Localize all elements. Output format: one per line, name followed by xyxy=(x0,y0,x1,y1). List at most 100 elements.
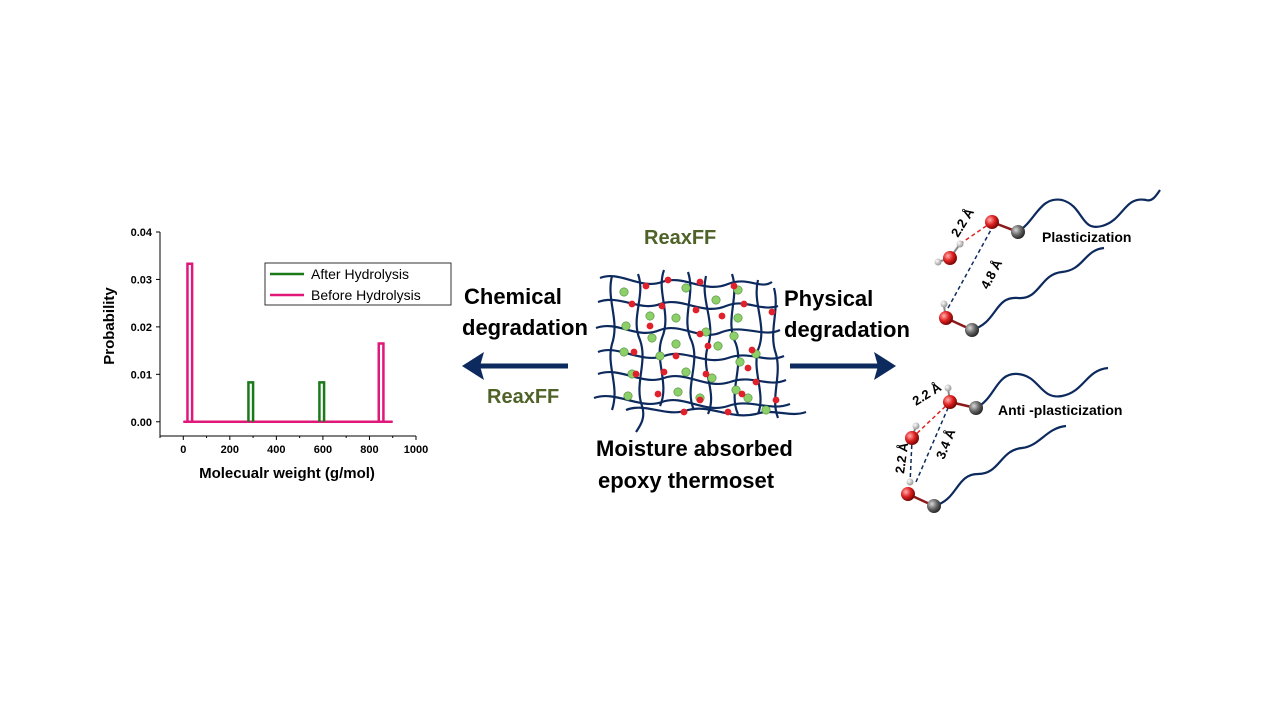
crosslink-dot xyxy=(672,352,680,360)
carbon-atom xyxy=(1011,225,1025,239)
water-dot xyxy=(671,339,681,349)
crosslink-dot xyxy=(632,370,640,378)
carbon-atom xyxy=(969,401,983,415)
water-dot xyxy=(621,321,631,331)
left-arrow xyxy=(462,352,568,380)
water-dot xyxy=(645,311,655,321)
water-dot xyxy=(731,385,741,395)
ether-oxygen-atom xyxy=(943,395,957,409)
hydroxyl-oxygen-atom xyxy=(939,311,953,325)
crosslink-dot xyxy=(752,378,760,386)
legend-label-after: After Hydrolysis xyxy=(311,266,409,282)
crosslink-dot xyxy=(704,342,712,350)
x-axis-label: Molecualr weight (g/mol) xyxy=(199,465,375,482)
left-reaxff-label: ReaxFF xyxy=(487,386,559,408)
water-dot xyxy=(735,357,745,367)
x-tick-label: 400 xyxy=(267,444,285,456)
y-axis-label: Probability xyxy=(101,287,118,365)
crosslink-dot xyxy=(680,408,688,416)
distance-label: 2.2 Å xyxy=(910,379,945,409)
water-dot xyxy=(707,373,717,383)
physical-label: Physical xyxy=(784,286,873,311)
right-arrow xyxy=(790,352,896,380)
x-tick-label: 600 xyxy=(314,444,332,456)
epoxy-thermoset-label: epoxy thermoset xyxy=(598,468,775,493)
polymer-chain-p1 xyxy=(1017,189,1161,233)
anti-plasticization-schematic: 2.2 Å 2.2 Å 3.4 Å Anti -plasticization xyxy=(892,366,1122,513)
crosslink-dot xyxy=(664,276,672,284)
water-dot xyxy=(619,287,629,297)
plasticization-schematic: 2.2 Å 4.8 Å Plasticization xyxy=(934,189,1161,337)
crosslink-dot xyxy=(696,396,704,404)
after-hydrolysis-peak xyxy=(247,381,255,422)
polymer-chain-p2 xyxy=(971,246,1105,332)
crosslink-dot xyxy=(642,282,650,290)
crosslink-dot xyxy=(702,370,710,378)
crosslink-dot xyxy=(654,390,662,398)
crosslink-dot xyxy=(740,300,748,308)
water-dot xyxy=(647,333,657,343)
crosslink-dot xyxy=(724,408,732,416)
water-dot xyxy=(673,387,683,397)
physical-degradation-label: degradation xyxy=(784,317,910,342)
x-tick-label: 800 xyxy=(360,444,378,456)
water-oxygen-atom xyxy=(905,431,919,445)
polymer-chain-a1 xyxy=(975,366,1109,409)
crosslink-dot xyxy=(630,348,638,356)
water-dot xyxy=(713,341,723,351)
crosslink-dot xyxy=(658,302,666,310)
crosslink-dot xyxy=(730,282,738,290)
crosslink-dot xyxy=(768,308,776,316)
crosslink-dot xyxy=(718,312,726,320)
water-dot xyxy=(681,367,691,377)
crosslink-dot xyxy=(772,396,780,404)
crosslink-dot xyxy=(744,364,752,372)
y-tick-label: 0.01 xyxy=(131,369,152,381)
water-dot xyxy=(619,347,629,357)
distance-label: 4.8 Å xyxy=(977,256,1005,291)
y-tick-label: 0.03 xyxy=(131,274,152,286)
crosslink-dot xyxy=(738,390,746,398)
anti-plasticization-label: Anti -plasticization xyxy=(998,402,1122,418)
before-hydrolysis-peak xyxy=(186,262,194,422)
chemical-label: Chemical xyxy=(464,284,562,309)
water-dot xyxy=(711,295,721,305)
x-tick-label: 0 xyxy=(180,444,186,456)
water-hydrogen-atom xyxy=(956,240,964,248)
polymer-chain-a2 xyxy=(933,424,1067,508)
carbon-atom xyxy=(965,323,979,337)
after-hydrolysis-peak xyxy=(318,381,326,422)
legend: After Hydrolysis Before Hydrolysis xyxy=(264,262,452,306)
moisture-absorbed-label: Moisture absorbed xyxy=(596,436,793,461)
ether-oxygen-atom xyxy=(985,215,999,229)
crosslink-dot xyxy=(628,300,636,308)
crosslink-dot xyxy=(748,346,756,354)
distance-label: 3.4 Å xyxy=(933,426,959,461)
chemical-degradation-label: degradation xyxy=(462,315,588,340)
water-oxygen-atom xyxy=(943,251,957,265)
before-hydrolysis-peak xyxy=(377,342,385,422)
crosslink-dot xyxy=(696,278,704,286)
water-dot xyxy=(761,405,771,415)
hydroxyl-hydrogen-atom xyxy=(906,478,914,486)
y-tick-label: 0.00 xyxy=(131,417,152,429)
water-dot xyxy=(681,283,691,293)
distance-label: 2.2 Å xyxy=(892,441,911,474)
hydroxyl-oxygen-atom xyxy=(901,487,915,501)
crosslink-dot xyxy=(646,322,654,330)
water-dot xyxy=(729,331,739,341)
crosslink-dot xyxy=(660,368,668,376)
y-tick-label: 0.02 xyxy=(131,322,152,334)
plasticization-label: Plasticization xyxy=(1042,229,1131,245)
water-dot xyxy=(655,351,665,361)
hydroxyl-hydrogen-atom xyxy=(940,300,948,308)
center-reaxff-label: ReaxFF xyxy=(644,227,716,249)
hydroxyl-hydrogen-atom xyxy=(944,384,952,392)
water-dot xyxy=(733,313,743,323)
crosslink-dot xyxy=(692,306,700,314)
x-tick-label: 1000 xyxy=(404,444,428,456)
legend-label-before: Before Hydrolysis xyxy=(311,287,421,303)
x-tick-label: 200 xyxy=(221,444,239,456)
